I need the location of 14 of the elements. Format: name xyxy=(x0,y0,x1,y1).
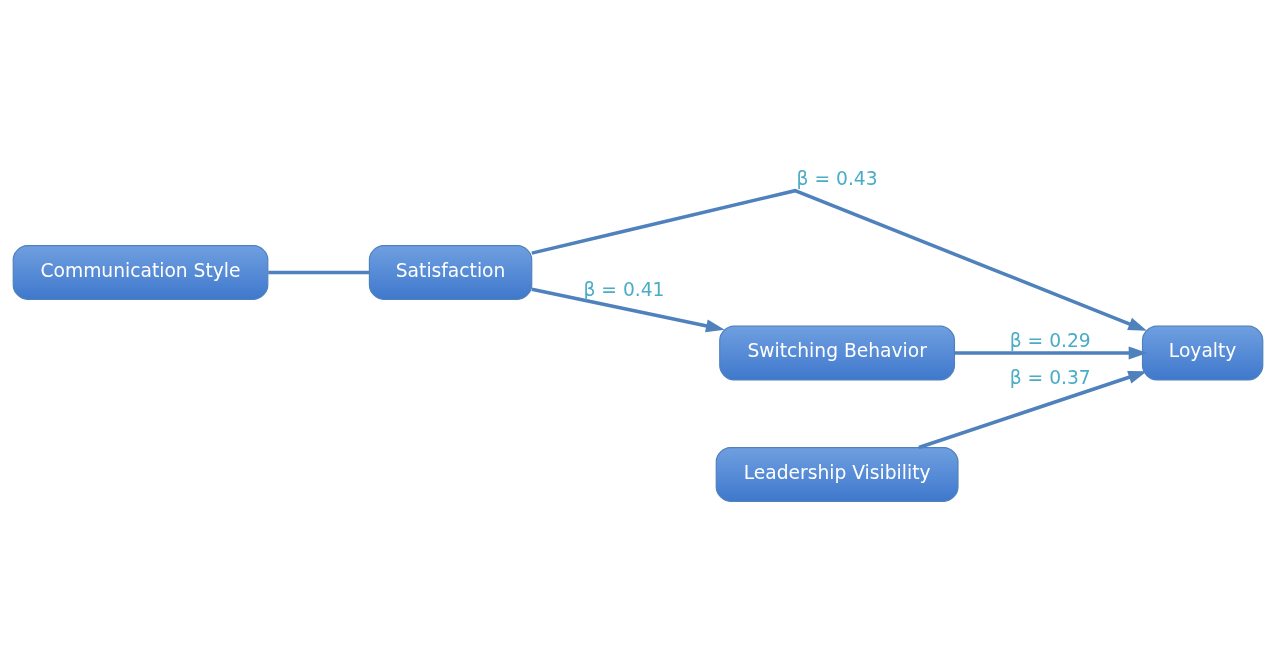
edge-label: β = 0.29 xyxy=(1009,329,1091,351)
arrow xyxy=(918,370,1147,449)
edge-label: β = 0.43 xyxy=(796,167,878,189)
edge-label: β = 0.41 xyxy=(583,278,665,300)
node-box: Satisfaction xyxy=(368,244,533,300)
node-box: Switching Behavior xyxy=(719,325,956,380)
arrow xyxy=(954,345,1148,360)
arrow xyxy=(531,188,1147,331)
node-box: Communication Style xyxy=(12,244,269,300)
arrow xyxy=(531,287,725,332)
node-box: Loyalty xyxy=(1141,325,1264,380)
connector xyxy=(268,270,370,274)
node-box: Leadership Visibility xyxy=(715,446,959,502)
edge-label: β = 0.37 xyxy=(1009,366,1091,388)
